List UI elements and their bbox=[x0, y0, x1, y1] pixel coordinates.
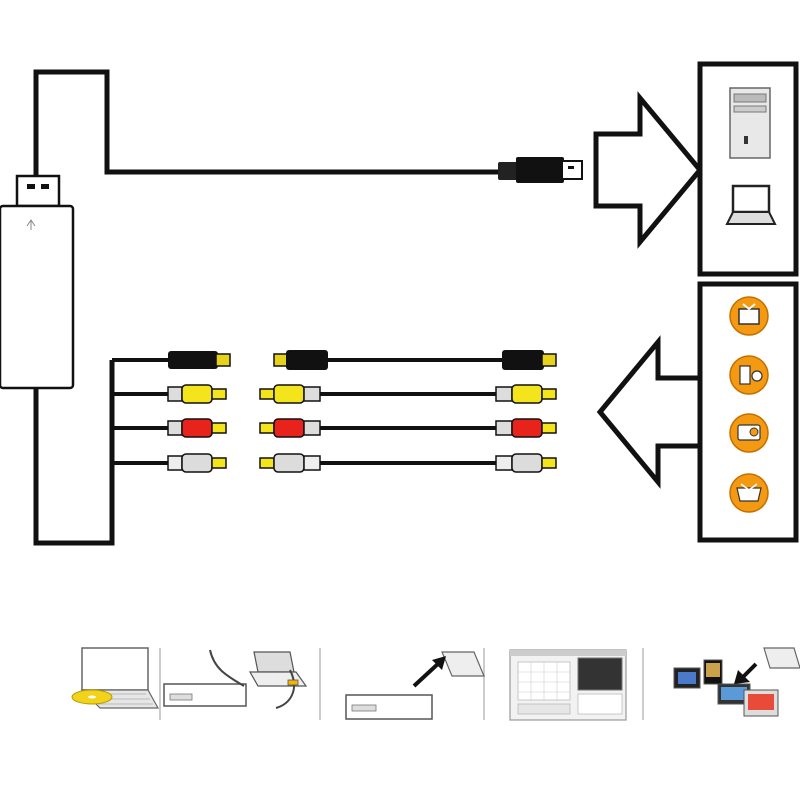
connect-devices-icon bbox=[163, 649, 308, 709]
usb-capture-dongle bbox=[0, 174, 75, 390]
svideo-cable bbox=[273, 350, 557, 370]
rca-red-cable bbox=[259, 418, 557, 438]
arrow-from-sources bbox=[596, 335, 703, 489]
rca-white-cable bbox=[259, 453, 557, 473]
steps-strip bbox=[71, 647, 800, 721]
breakout-branches bbox=[112, 358, 170, 465]
usb-a-plug bbox=[498, 157, 583, 183]
usb-cable bbox=[33, 69, 500, 176]
install-software-icon bbox=[71, 647, 160, 709]
laptop-icon bbox=[725, 184, 777, 225]
av-breakout-cable bbox=[33, 360, 115, 546]
step-dividers bbox=[159, 648, 644, 720]
rca-white-plug-left bbox=[167, 453, 227, 473]
rca-yellow-cable bbox=[259, 384, 557, 404]
rca-red-plug-left bbox=[167, 418, 227, 438]
tower-pc-icon bbox=[729, 87, 771, 159]
breakout-plugs bbox=[167, 351, 231, 473]
extension-cables bbox=[259, 350, 557, 473]
arrow-to-computer bbox=[593, 91, 704, 249]
plug-into-usb-icon bbox=[345, 651, 485, 720]
game-console-icon bbox=[729, 473, 769, 513]
camcorder-icon bbox=[729, 355, 769, 395]
rca-yellow-plug-left bbox=[167, 384, 227, 404]
tv-icon bbox=[729, 296, 769, 336]
capture-software-icon bbox=[509, 649, 627, 721]
export-to-devices-icon bbox=[673, 647, 800, 717]
dvd-player-icon bbox=[729, 413, 769, 453]
svideo-plug-left bbox=[168, 351, 231, 369]
